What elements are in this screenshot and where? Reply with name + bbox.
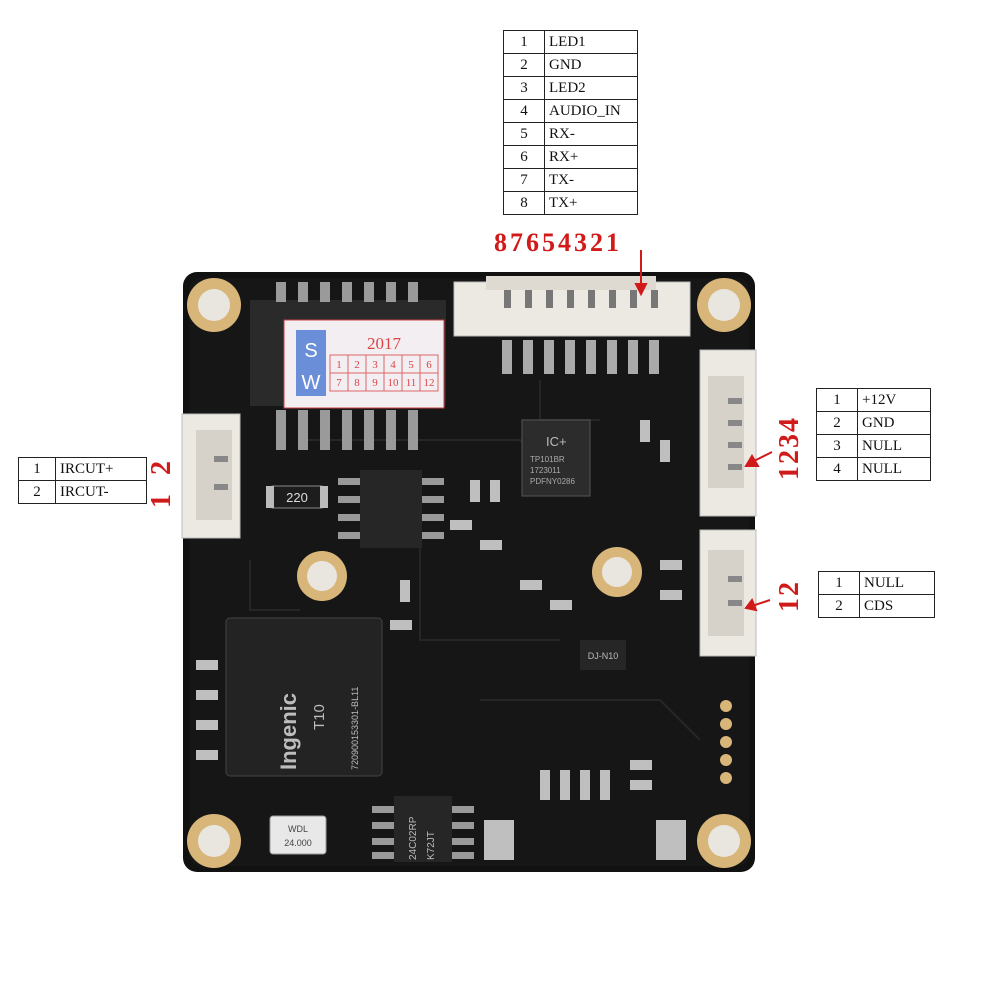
pin-signal-label: NULL (857, 457, 931, 481)
svg-text:24.000: 24.000 (284, 838, 312, 848)
power-4pin-connector (699, 349, 757, 517)
svg-text:720900153301-BL11: 720900153301-BL11 (350, 687, 360, 770)
pin-signal-label: LED2 (544, 76, 638, 100)
pin-number: 7 (503, 168, 545, 192)
sticker-cell: 9 (372, 377, 378, 389)
svg-text:1723011: 1723011 (530, 466, 561, 475)
svg-text:K72JT: K72JT (426, 831, 437, 860)
svg-text:TP101BR: TP101BR (530, 455, 565, 464)
pin-signal-label: GND (544, 53, 638, 77)
svg-text:220: 220 (286, 490, 308, 505)
pin-number: 4 (816, 457, 858, 481)
pin-number: 1 (503, 30, 545, 54)
resistor-220: 220 (266, 485, 328, 509)
pin-signal-label: CDS (859, 594, 935, 618)
pin-row: 1+12V (816, 388, 931, 412)
sticker-cell: 5 (408, 359, 414, 371)
sticker-cell: 2 (354, 359, 360, 371)
sticker-cell: 8 (354, 377, 360, 389)
power-pin-numbers: 1234 (774, 416, 805, 480)
pin-number: 1 (18, 457, 56, 481)
sticker-cell: 4 (390, 359, 396, 371)
pin-signal-label: LED1 (544, 30, 638, 54)
main-connector-pin-numbers: 87654321 (494, 228, 622, 257)
svg-text:DJ-N10: DJ-N10 (588, 651, 619, 661)
ircut-pin-numbers: 1 2 (146, 455, 177, 508)
sticker-cell: 1 (336, 359, 342, 371)
main-8pin-connector (453, 276, 691, 374)
sticker-cell: 12 (424, 377, 435, 389)
pin-signal-label: TX+ (544, 191, 638, 215)
pin-number: 1 (818, 571, 860, 595)
codec-chip: IC+ TP101BR 1723011 PDFNY0286 (521, 419, 591, 497)
pin-signal-label: IRCUT+ (55, 457, 147, 481)
pin-number: 2 (503, 53, 545, 77)
pin-signal-label: +12V (857, 388, 931, 412)
pin-number: 2 (816, 411, 858, 435)
sticker-cell: 7 (336, 377, 342, 389)
svg-text:WDL: WDL (288, 824, 308, 834)
pin-signal-label: AUDIO_IN (544, 99, 638, 123)
pin-number: 2 (818, 594, 860, 618)
pin-signal-label: IRCUT- (55, 480, 147, 504)
ircut-connector (181, 413, 241, 539)
sticker-cell: 3 (372, 359, 378, 371)
svg-text:24C02RP: 24C02RP (408, 816, 419, 860)
pin-number: 6 (503, 145, 545, 169)
pin-signal-label: GND (857, 411, 931, 435)
sticker-s: S (304, 340, 317, 362)
sticker-w: W (302, 372, 321, 394)
pin-number: 4 (503, 99, 545, 123)
pin-signal-label: TX- (544, 168, 638, 192)
soic-chip-middle (338, 470, 444, 548)
pin-number: 1 (816, 388, 858, 412)
ingenic-soc: Ingenic T10 720900153301-BL11 (225, 617, 383, 777)
pin-number: 8 (503, 191, 545, 215)
cds-connector (699, 529, 757, 657)
sticker-cell: 6 (426, 359, 432, 371)
pin-number: 3 (816, 434, 858, 458)
pin-number: 5 (503, 122, 545, 146)
svg-text:T10: T10 (311, 704, 328, 730)
eeprom-chip: 24C02RP K72JT (372, 796, 474, 862)
cds-pin-numbers: 12 (774, 580, 805, 612)
pin-number: 3 (503, 76, 545, 100)
pin-signal-label: NULL (857, 434, 931, 458)
svg-text:IC+: IC+ (546, 434, 567, 449)
pin-signal-label: RX- (544, 122, 638, 146)
pin-signal-label: NULL (859, 571, 935, 595)
crystal-oscillator: WDL 24.000 (269, 815, 327, 855)
pin-number: 2 (18, 480, 56, 504)
sticker-cell: 11 (406, 377, 417, 389)
mosfet-chip: DJ-N10 (580, 640, 626, 670)
sticker-year: 2017 (367, 334, 402, 353)
svg-text:Ingenic: Ingenic (276, 693, 301, 770)
pin-signal-label: RX+ (544, 145, 638, 169)
sticker-cell: 10 (388, 377, 400, 389)
svg-text:PDFNY0286: PDFNY0286 (530, 477, 575, 486)
pointer-arrows (634, 250, 773, 612)
